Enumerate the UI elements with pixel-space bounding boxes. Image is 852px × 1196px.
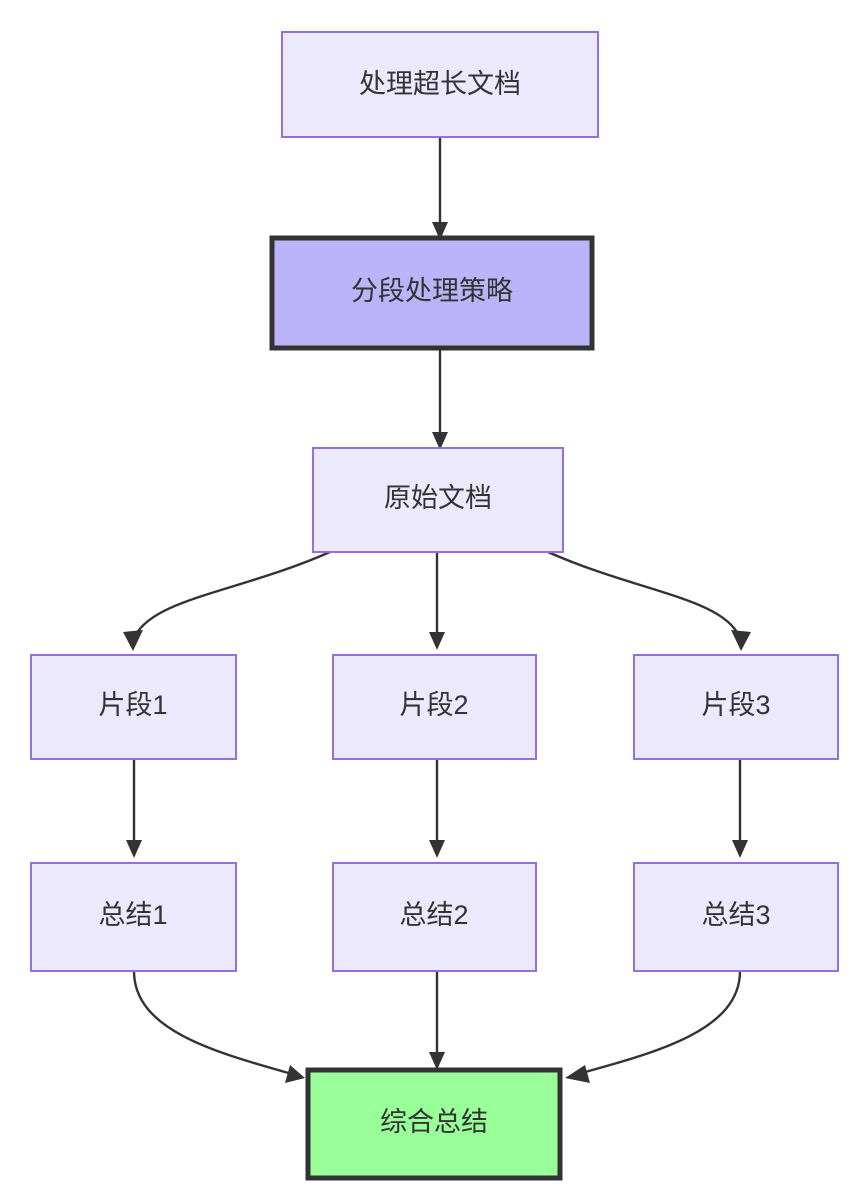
node-summary-2[interactable]: 总结2: [332, 862, 537, 972]
edge-source-to-segment2: [429, 552, 445, 650]
node-summary-2-shape[interactable]: [332, 862, 537, 972]
node-source-document-label: 原始文档: [384, 483, 492, 513]
edge-segment2-to-summary2: [429, 759, 445, 858]
node-process-long-document-label: 处理超长文档: [359, 69, 521, 99]
node-final-summary-label: 综合总结: [380, 1107, 488, 1137]
node-source-document-shape[interactable]: [312, 447, 564, 553]
node-segment-3-shape[interactable]: [633, 654, 839, 760]
edge-layer: [123, 137, 751, 1083]
edge-summary3-to-final: [565, 970, 742, 1083]
node-summary-2-label: 总结2: [399, 900, 468, 930]
node-summary-1-label: 总结1: [98, 900, 167, 930]
node-segment-3[interactable]: 片段3: [633, 654, 839, 760]
node-source-document[interactable]: 原始文档: [312, 447, 564, 553]
edge-summary2-to-final: [429, 971, 445, 1070]
node-segment-2-label: 片段2: [399, 690, 468, 720]
edge-process-to-strategy: [432, 137, 448, 240]
node-chunking-strategy[interactable]: 分段处理策略: [269, 235, 595, 351]
edge-source-to-segment1: [123, 550, 331, 651]
node-final-summary[interactable]: 综合总结: [305, 1067, 563, 1181]
node-chunking-strategy-shape[interactable]: [269, 235, 595, 351]
node-chunking-strategy-label: 分段处理策略: [351, 276, 513, 306]
node-segment-2[interactable]: 片段2: [332, 654, 537, 760]
edge-strategy-to-source: [432, 348, 448, 450]
node-final-summary-shape[interactable]: [305, 1067, 563, 1181]
node-segment-1-shape[interactable]: [30, 654, 237, 760]
node-process-long-document[interactable]: 处理超长文档: [281, 31, 599, 138]
edge-segment1-to-summary1: [126, 759, 142, 858]
node-segment-2-shape[interactable]: [332, 654, 537, 760]
node-summary-1[interactable]: 总结1: [30, 862, 237, 972]
node-summary-3-label: 总结3: [701, 900, 770, 930]
node-summary-1-shape[interactable]: [30, 862, 237, 972]
node-segment-3-label: 片段3: [701, 690, 770, 720]
node-segment-1[interactable]: 片段1: [30, 654, 237, 760]
node-segment-1-label: 片段1: [98, 690, 167, 720]
node-process-long-document-shape[interactable]: [281, 31, 599, 138]
edge-segment3-to-summary3: [732, 759, 748, 858]
edge-source-to-segment3: [547, 550, 751, 651]
node-summary-3[interactable]: 总结3: [633, 862, 839, 972]
node-summary-3-shape[interactable]: [633, 862, 839, 972]
node-layer: 处理超长文档 分段处理策略 原始文档 片段1 片段2 片段3 总结1: [30, 31, 839, 1181]
edge-summary1-to-final: [132, 970, 305, 1083]
